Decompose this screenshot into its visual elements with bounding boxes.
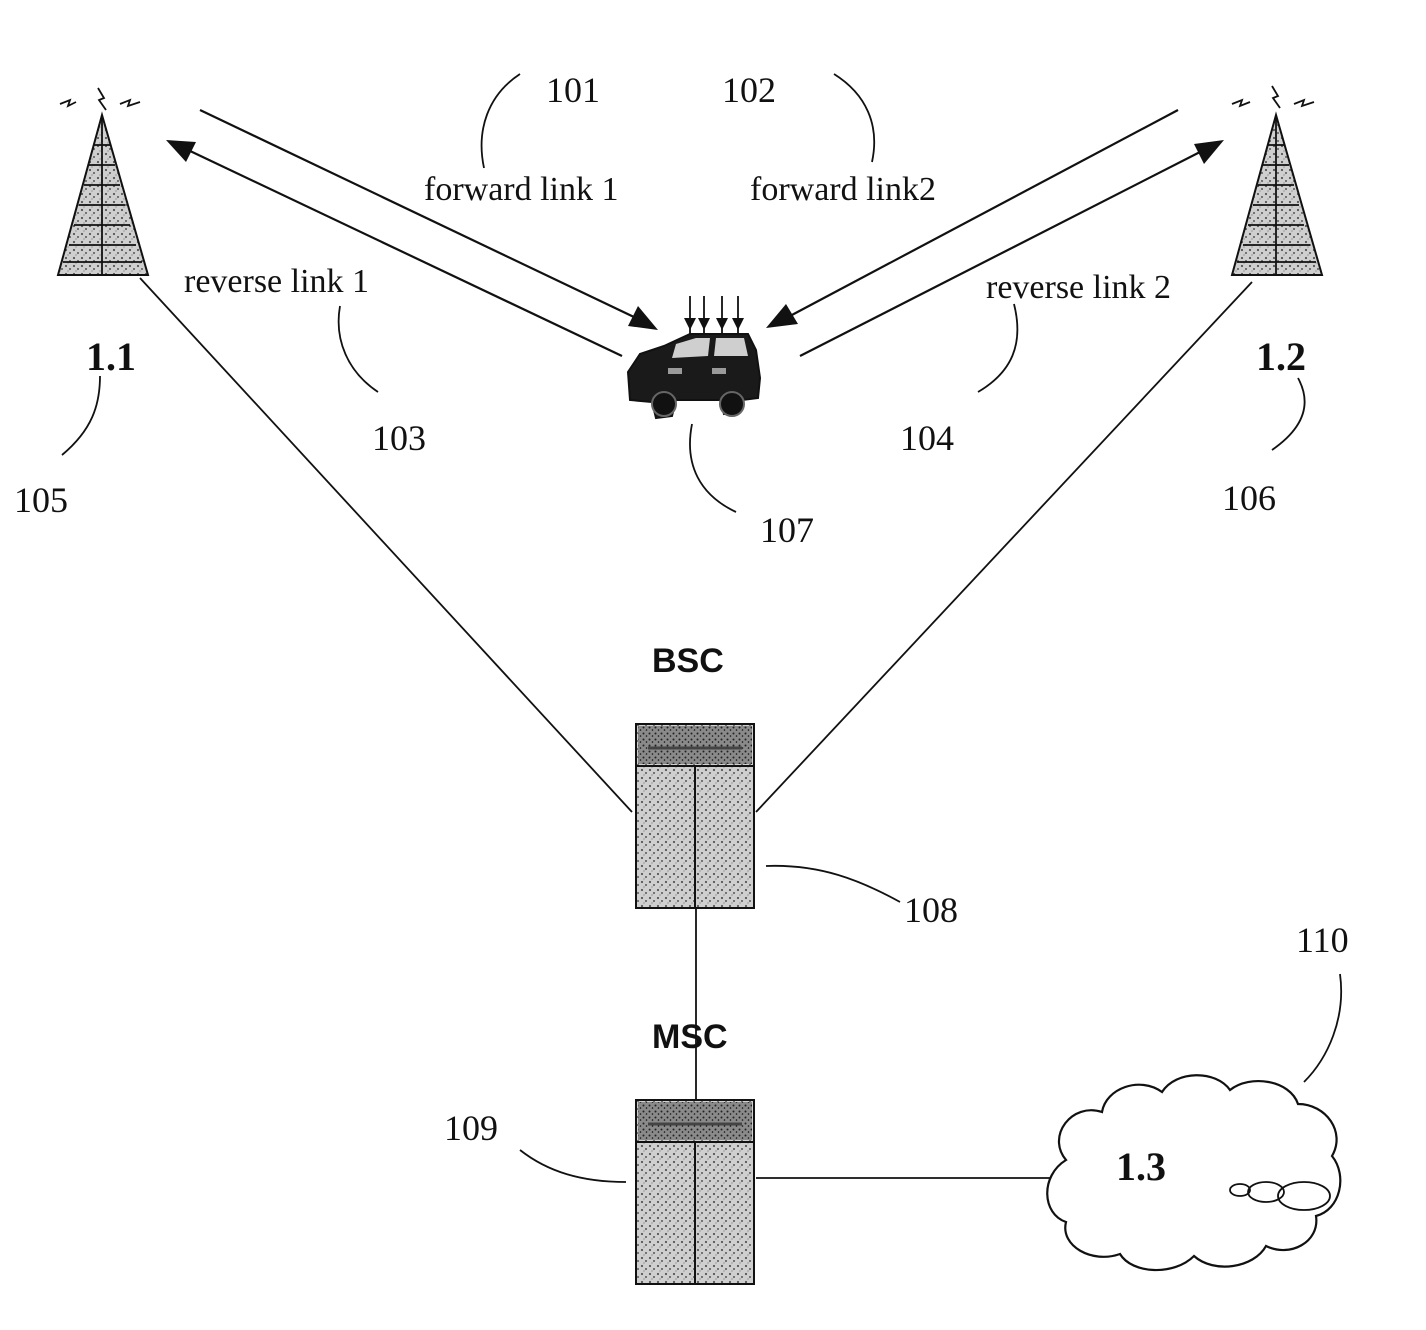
- server-rack-icon: [636, 724, 754, 908]
- msc-leader: [520, 1150, 626, 1182]
- reverse-link-2-ref: 104: [900, 418, 954, 458]
- backhaul-bs2-bsc: [756, 282, 1252, 812]
- msc-label: MSC: [652, 1018, 728, 1056]
- forward-link-1-leader: [482, 74, 520, 168]
- mobile-station-leader: [690, 424, 736, 512]
- reverse-link-2-leader: [978, 304, 1017, 392]
- base-station-2: 1.2 106: [1222, 86, 1322, 518]
- bsc-ref: 108: [904, 890, 958, 930]
- forward-link-1-ref: 101: [546, 70, 600, 110]
- base-station-2-leader: [1272, 378, 1305, 450]
- antenna-tower-icon: [58, 88, 148, 275]
- msc: MSC 109: [444, 1018, 754, 1284]
- arrow-head-icon: [766, 304, 798, 328]
- base-station-2-label: 1.2: [1256, 334, 1306, 379]
- network-label: 1.3: [1116, 1144, 1166, 1189]
- cloud-icon: [1047, 1075, 1340, 1270]
- reverse-link-1-leader: [339, 306, 378, 392]
- base-station-1-ref: 105: [14, 480, 68, 520]
- antenna-tower-icon: [1232, 86, 1322, 275]
- forward-link-2-ref: 102: [722, 70, 776, 110]
- base-station-2-ref: 106: [1222, 478, 1276, 518]
- base-station-1-label: 1.1: [86, 334, 136, 379]
- bsc-leader: [766, 866, 900, 902]
- mobile-station: 107: [628, 296, 814, 550]
- bsc-label: BSC: [652, 642, 724, 680]
- arrow-head-icon: [628, 306, 658, 330]
- network-leader: [1304, 974, 1341, 1082]
- msc-ref: 109: [444, 1108, 498, 1148]
- base-station-1: 1.1 105: [14, 88, 148, 520]
- reverse-link-1-label: reverse link 1: [184, 263, 369, 300]
- base-station-1-leader: [62, 376, 100, 455]
- network: 1.3 110: [1047, 920, 1348, 1270]
- network-ref: 110: [1296, 920, 1349, 960]
- reverse-link-1-ref: 103: [372, 418, 426, 458]
- forward-link-2-label: forward link2: [750, 171, 936, 208]
- forward-link-2-leader: [834, 74, 874, 162]
- reverse-link-2-label: reverse link 2: [986, 269, 1171, 306]
- bsc: BSC 108: [636, 642, 958, 930]
- arrow-head-icon: [1194, 140, 1224, 164]
- car-icon: [628, 296, 760, 418]
- mobile-station-ref: 107: [760, 510, 814, 550]
- forward-link-1-label: forward link 1: [424, 171, 619, 208]
- backhaul-bs1-bsc: [140, 278, 632, 812]
- arrow-head-icon: [166, 140, 196, 162]
- server-rack-icon: [636, 1100, 754, 1284]
